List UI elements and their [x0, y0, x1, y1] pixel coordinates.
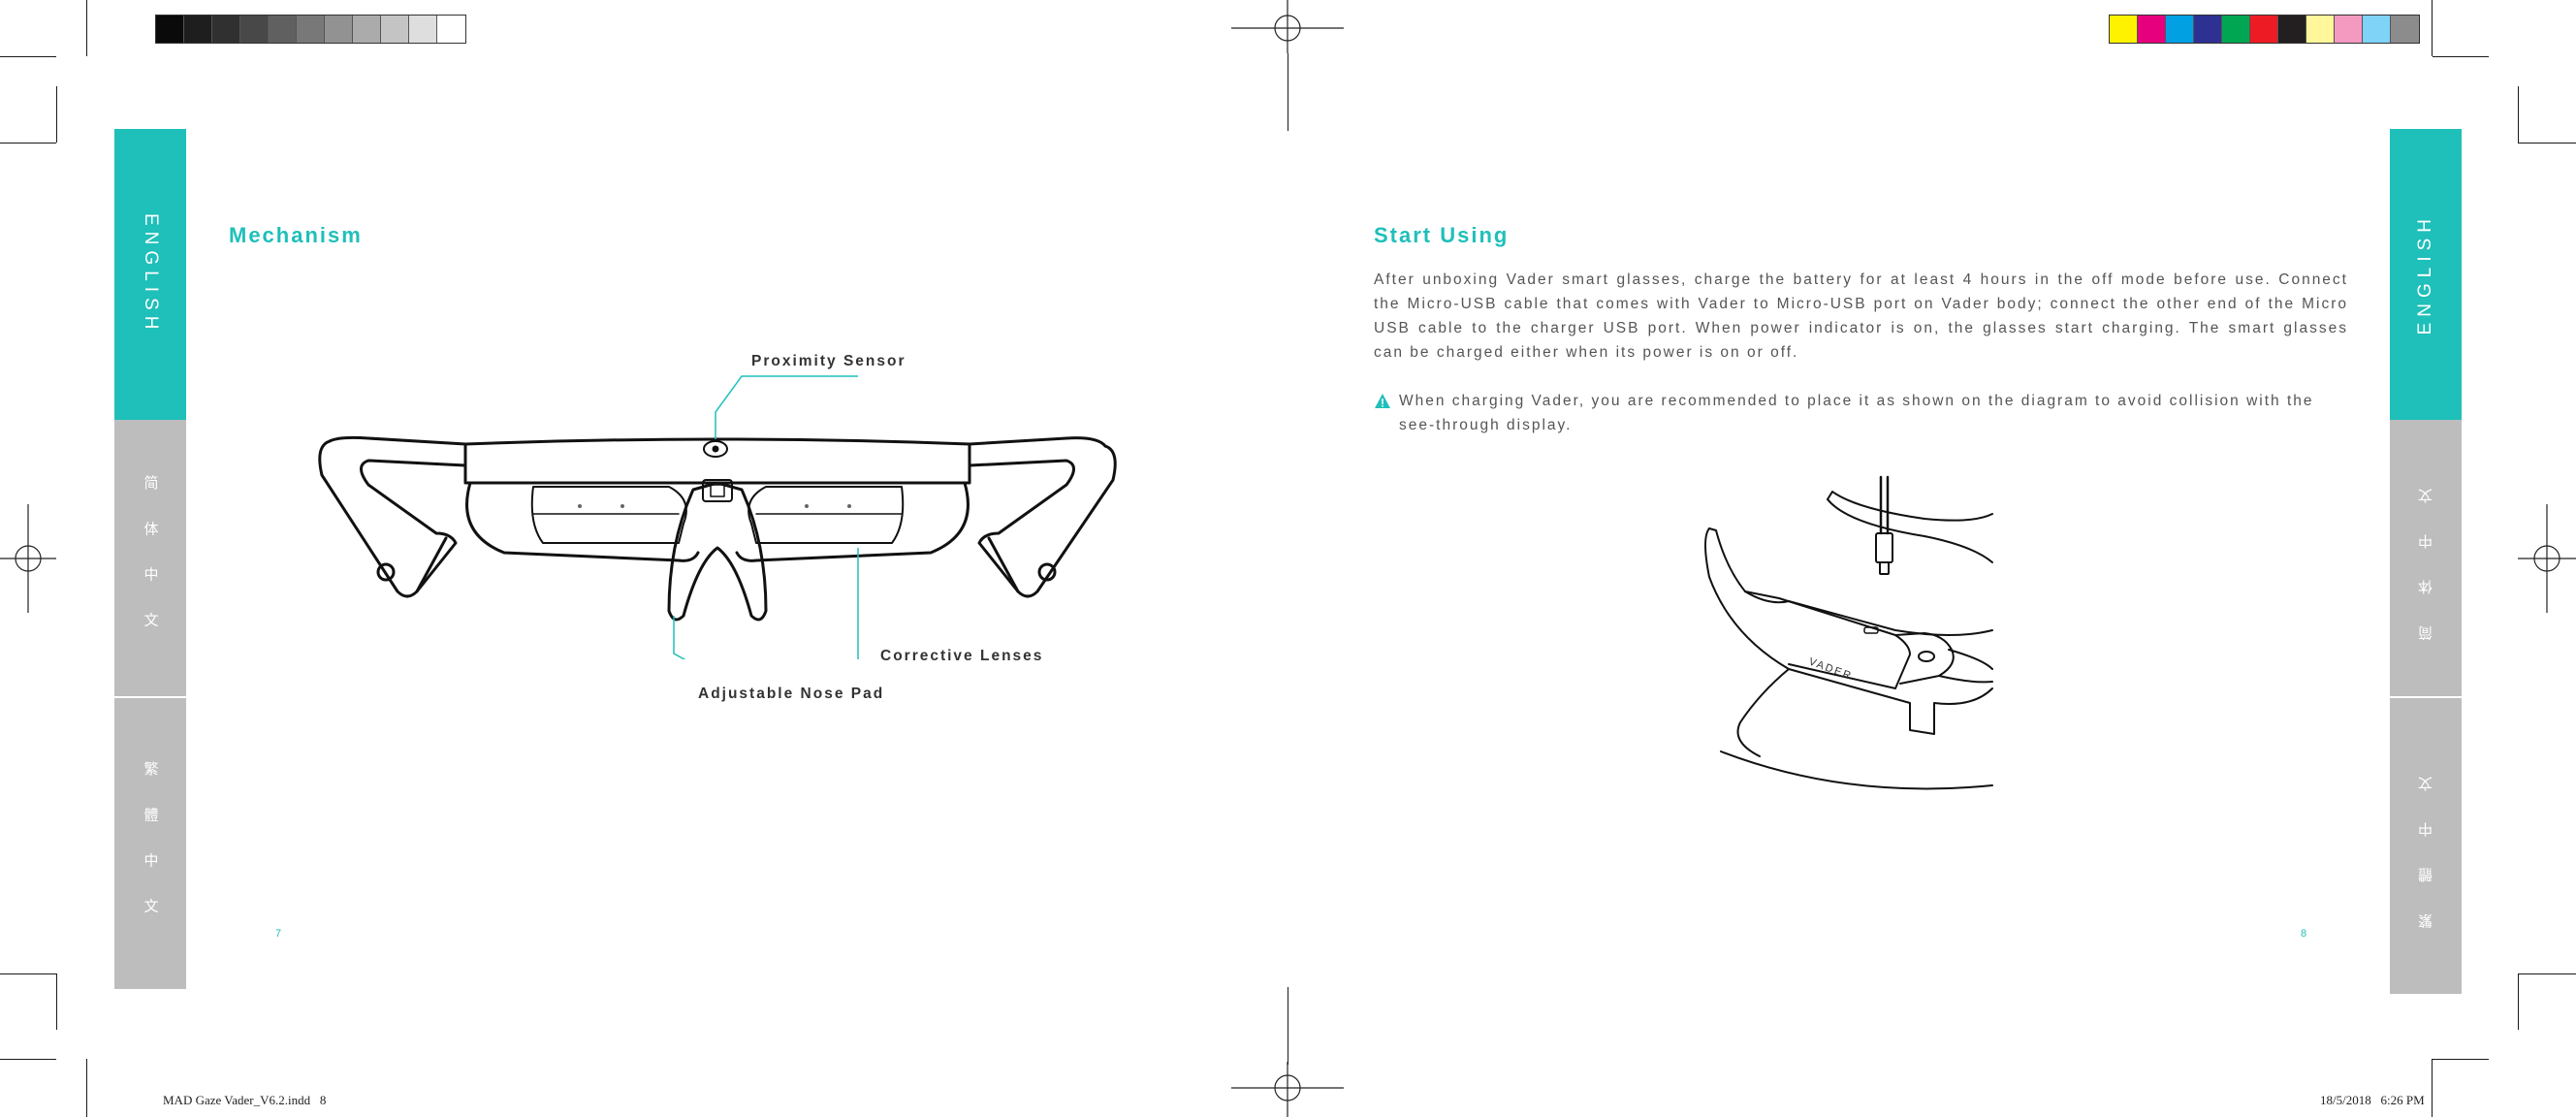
glasses-charging-illustration: VADER: [1704, 475, 1993, 790]
tab-traditional-chinese-label: 繁 體 中 文: [142, 760, 159, 927]
color-swatch: [2166, 16, 2194, 43]
page-title-mechanism: Mechanism: [229, 223, 363, 247]
color-swatch: [240, 16, 269, 43]
grey-color-bar: [155, 15, 466, 44]
tab-simplified-chinese[interactable]: 简 体 中 文: [2390, 420, 2462, 696]
slug-file-name: MAD Gaze Vader_V6.2.indd 8: [163, 1093, 327, 1107]
tab-traditional-chinese-label: 繁 體 中 文: [2417, 763, 2434, 929]
tab-english[interactable]: ENGLISH: [2390, 129, 2462, 420]
color-swatch: [2391, 16, 2419, 43]
page-title-start-using: Start Using: [1374, 223, 1510, 247]
color-swatch: [409, 16, 437, 43]
callout-corrective-lenses: Corrective Lenses: [880, 648, 1044, 664]
tab-simplified-chinese-label: 简 体 中 文: [142, 475, 159, 641]
callout-adjustable-nose-pad: Adjustable Nose Pad: [698, 686, 885, 702]
color-swatch: [2194, 16, 2222, 43]
charging-warning: When charging Vader, you are recommended…: [1374, 389, 2348, 437]
color-swatch: [297, 16, 325, 43]
device-brand-mark: VADER: [1807, 656, 1854, 683]
color-swatch: [2222, 16, 2250, 43]
color-swatch: [184, 16, 212, 43]
color-swatch: [269, 16, 297, 43]
color-swatch: [2363, 16, 2391, 43]
tab-traditional-chinese[interactable]: 繁 體 中 文: [2390, 698, 2462, 994]
glasses-front-illustration: [318, 375, 1117, 659]
color-swatch: [353, 16, 381, 43]
tab-simplified-chinese-label: 简 体 中 文: [2417, 475, 2434, 641]
tab-traditional-chinese[interactable]: 繁 體 中 文: [114, 698, 186, 989]
tab-simplified-chinese[interactable]: 简 体 中 文: [114, 420, 186, 696]
callout-proximity-sensor: Proximity Sensor: [751, 353, 906, 369]
color-swatch: [2335, 16, 2363, 43]
page-number-left: 7: [275, 928, 282, 940]
slug-timestamp: 18/5/2018 6:26 PM: [2320, 1093, 2425, 1107]
start-using-paragraph: After unboxing Vader smart glasses, char…: [1374, 271, 2348, 361]
color-swatch: [2110, 16, 2138, 43]
page-number-right: 8: [2301, 928, 2307, 940]
color-swatch: [156, 16, 184, 43]
color-swatch: [2278, 16, 2306, 43]
color-swatch: [2250, 16, 2278, 43]
left-language-tabs: ENGLISH 简 体 中 文 繁 體 中 文: [114, 129, 186, 989]
process-color-bar: [2109, 15, 2420, 44]
right-language-tabs: ENGLISH 简 体 中 文 繁 體 中 文: [2390, 129, 2462, 994]
tab-english-label: ENGLISH: [141, 213, 161, 335]
color-swatch: [381, 16, 409, 43]
tab-english[interactable]: ENGLISH: [114, 129, 186, 420]
color-swatch: [212, 16, 240, 43]
color-swatch: [325, 16, 353, 43]
charging-warning-text: When charging Vader, you are recommended…: [1399, 393, 2314, 433]
color-swatch: [2306, 16, 2335, 43]
color-swatch: [2138, 16, 2166, 43]
tab-english-label: ENGLISH: [2415, 213, 2435, 335]
warning-triangle-icon: [1375, 394, 1390, 408]
color-swatch: [437, 16, 465, 43]
